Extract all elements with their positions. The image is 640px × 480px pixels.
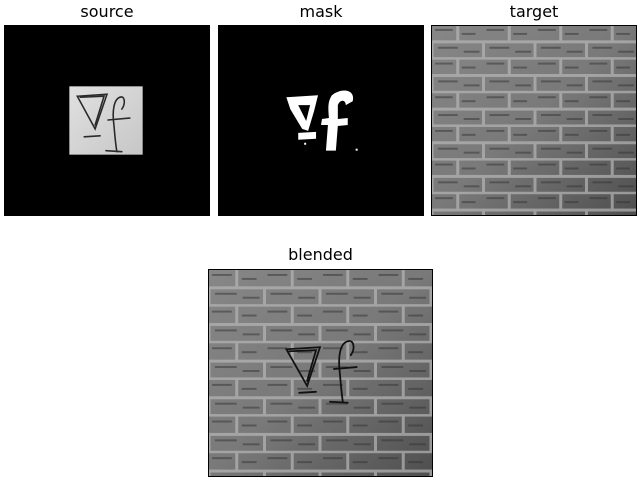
blended-image	[208, 269, 433, 477]
mask-shape	[286, 90, 358, 151]
blended-handwritten-symbol	[284, 340, 358, 404]
target-image	[431, 25, 637, 216]
mask-title: mask	[299, 2, 343, 21]
blended-title: blended	[288, 245, 353, 264]
handwritten-symbol	[76, 93, 131, 153]
source-title: source	[80, 2, 134, 21]
target-title: target	[509, 2, 559, 21]
source-image	[4, 25, 210, 216]
mask-image	[218, 25, 424, 216]
